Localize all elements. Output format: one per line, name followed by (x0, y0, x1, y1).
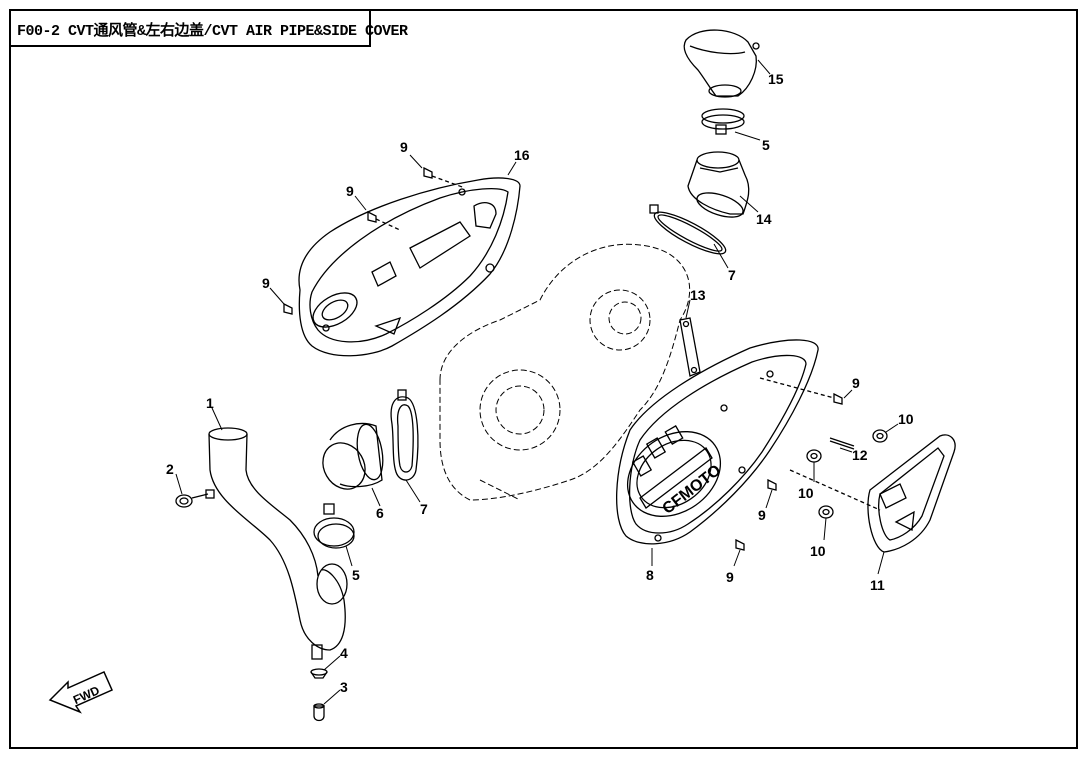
diagram-title: F00-2 CVT通风管&左右边盖/CVT AIR PIPE&SIDE COVE… (17, 23, 408, 40)
callout-3: 3 (340, 679, 348, 695)
callout-1: 1 (206, 395, 214, 411)
callout-2: 2 (166, 461, 174, 477)
callout-9-b: 9 (346, 183, 354, 199)
callout-6: 6 (376, 505, 384, 521)
right-side-fasteners (735, 377, 888, 551)
part-16-cvt-left-cover (298, 177, 521, 357)
part-14-air-pipe-boot (687, 151, 750, 218)
callout-9-a: 9 (400, 139, 408, 155)
part-5-lower-hose-clamp (313, 503, 355, 549)
callout-10-a: 10 (898, 411, 914, 427)
callout-numbers: 15 5 16 9 9 14 7 9 13 9 1 10 2 12 7 6 10… (166, 71, 914, 695)
part-7-upper-seal-ring (649, 204, 727, 255)
part-9-bolts-left-cover (283, 166, 466, 315)
callout-15: 15 (768, 71, 784, 87)
drawing-frame (9, 9, 1078, 749)
part-7-lower-seal-ring (390, 389, 419, 481)
callout-leader-lines (175, 59, 899, 705)
callout-9-f: 9 (726, 569, 734, 585)
callout-7-lower: 7 (420, 501, 428, 517)
part-5-upper-hose-clamp (701, 108, 745, 135)
callout-8: 8 (646, 567, 654, 583)
callout-9-d: 9 (852, 375, 860, 391)
callout-5-lower: 5 (352, 567, 360, 583)
part-15-air-pipe-elbow (683, 29, 760, 98)
part-2-grommet (175, 489, 215, 508)
fwd-label: FWD (71, 683, 102, 707)
callout-4: 4 (340, 645, 348, 661)
part-11-cover-guard (867, 434, 956, 553)
title-block (9, 9, 371, 47)
callout-13: 13 (690, 287, 706, 303)
callout-7-upper: 7 (728, 267, 736, 283)
callout-14: 14 (756, 211, 772, 227)
callout-9-e: 9 (758, 507, 766, 523)
callout-11: 11 (870, 577, 885, 593)
callout-10-b: 10 (798, 485, 814, 501)
callout-9-c: 9 (262, 275, 270, 291)
callout-5-upper: 5 (762, 137, 770, 153)
fwd-arrow-icon: FWD (48, 671, 113, 714)
part-1-intake-pipe (208, 427, 348, 660)
callout-16: 16 (514, 147, 530, 163)
callout-12: 12 (852, 447, 868, 463)
part-6-elbow-boot (322, 422, 384, 490)
callout-10-c: 10 (810, 543, 826, 559)
crankcase-reference-dashed (439, 243, 691, 501)
part-4-clip-and-part-3-plug (310, 668, 328, 722)
part-13-bracket (679, 317, 701, 377)
part-8-cvt-right-cover (615, 339, 819, 545)
